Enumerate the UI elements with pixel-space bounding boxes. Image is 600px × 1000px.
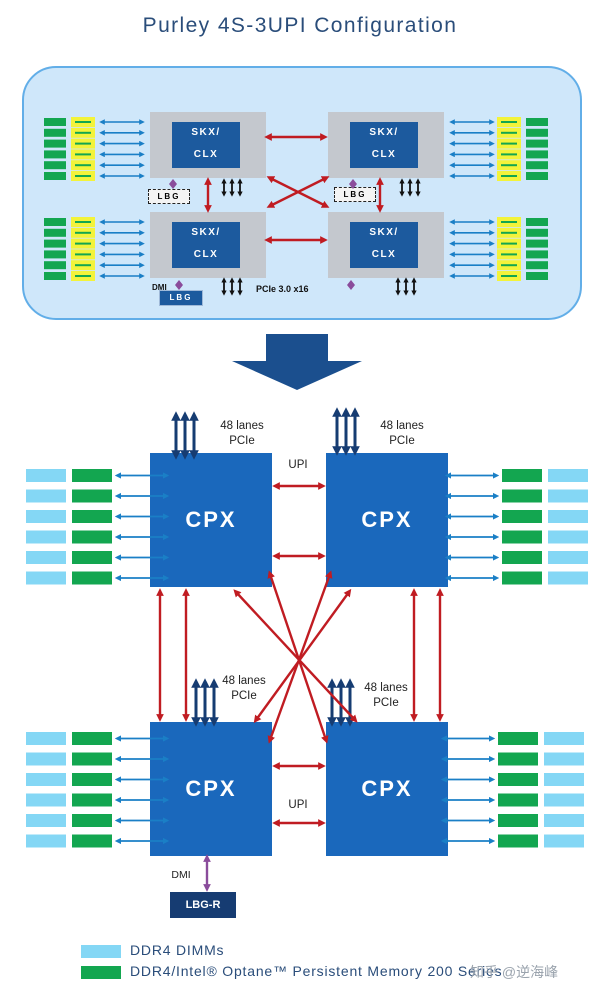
dimm-optane-module xyxy=(72,732,112,745)
dimm-ddr4-module xyxy=(26,732,66,745)
cpx-top-right: CPX xyxy=(326,453,448,587)
dimm-optane-module xyxy=(502,510,542,523)
lbg-r-chipset: LBG-R xyxy=(170,892,236,918)
socket-bottom-left: SKX/CLX xyxy=(150,212,266,278)
dimm-optane-module xyxy=(502,469,542,482)
pcie-label: PCIe 3.0 x16 xyxy=(256,284,309,294)
dimm-ddr4-module xyxy=(544,793,584,807)
dimm-ddr4-module xyxy=(548,530,588,544)
dimm-optane-module xyxy=(502,571,542,585)
dimm-ddr4-module xyxy=(26,530,66,544)
dimm-ddr4-module xyxy=(26,834,66,848)
dimm-optane-module xyxy=(498,834,538,848)
dimm-ddr4-module xyxy=(548,489,588,503)
dimm-ddr4-module xyxy=(548,469,588,482)
lbg-chipset: LBG xyxy=(159,290,203,306)
dimm-optane-module xyxy=(72,752,112,766)
legend-label-ddr4: DDR4 DIMMs xyxy=(130,942,225,958)
upi-link xyxy=(267,570,333,744)
socket-chip: SKX/CLX xyxy=(172,122,240,168)
lbg-optional-right: LBG xyxy=(334,187,376,202)
cpx-bottom-left: CPX xyxy=(150,722,272,856)
purley-platform-panel xyxy=(22,66,582,320)
dimm-optane-module xyxy=(498,732,538,745)
dimm-optane-module xyxy=(502,530,542,544)
dimm-ddr4-module xyxy=(548,510,588,523)
upi-label: UPI xyxy=(288,459,308,471)
dimm-optane-module xyxy=(72,510,112,523)
socket-chip: SKX/CLX xyxy=(350,222,418,268)
dimm-optane-module xyxy=(72,530,112,544)
dimm-optane-module xyxy=(502,551,542,564)
socket-bottom-right: SKX/CLX xyxy=(328,212,444,278)
dimm-ddr4-module xyxy=(544,752,584,766)
cpx-bottom-right: CPX xyxy=(326,722,448,856)
socket-top-left: SKX/CLX xyxy=(150,112,266,178)
dimm-ddr4-module xyxy=(26,551,66,564)
socket-chip: SKX/CLX xyxy=(350,122,418,168)
dimm-ddr4-module xyxy=(548,571,588,585)
watermark: 知乎 @逆海峰 xyxy=(470,964,559,980)
dimm-optane-module xyxy=(72,814,112,827)
dmi-label: DMI xyxy=(171,869,191,881)
dimm-ddr4-module xyxy=(544,732,584,745)
dimm-ddr4-module xyxy=(544,834,584,848)
dimm-ddr4-module xyxy=(26,793,66,807)
cpx-top-left: CPX xyxy=(150,453,272,587)
legend-swatch-ddr4 xyxy=(81,945,121,958)
legend-swatch-optane xyxy=(81,966,121,979)
dimm-ddr4-module xyxy=(26,489,66,503)
lbg-optional-left: LBG xyxy=(148,189,190,204)
dmi-label: DMI xyxy=(152,283,167,292)
dimm-optane-module xyxy=(72,469,112,482)
dimm-ddr4-module xyxy=(26,814,66,827)
diagram-title: Purley 4S-3UPI Configuration xyxy=(142,14,458,37)
dimm-ddr4-module xyxy=(26,469,66,482)
upi-link xyxy=(267,570,329,744)
dimm-ddr4-module xyxy=(26,571,66,585)
dimm-optane-module xyxy=(498,793,538,807)
dimm-optane-module xyxy=(72,551,112,564)
dimm-ddr4-module xyxy=(544,814,584,827)
dimm-optane-module xyxy=(498,752,538,766)
dimm-optane-module xyxy=(498,814,538,827)
upi-label: UPI xyxy=(288,799,308,811)
dimm-ddr4-module xyxy=(548,551,588,564)
dimm-ddr4-module xyxy=(26,773,66,786)
socket-top-right: SKX/CLX xyxy=(328,112,444,178)
dimm-optane-module xyxy=(72,793,112,807)
socket-chip: SKX/CLX xyxy=(172,222,240,268)
dimm-optane-module xyxy=(72,773,112,786)
dimm-optane-module xyxy=(72,571,112,585)
dimm-optane-module xyxy=(72,834,112,848)
dimm-optane-module xyxy=(72,489,112,503)
transition-arrow xyxy=(232,334,362,390)
dimm-ddr4-module xyxy=(544,773,584,786)
dimm-ddr4-module xyxy=(26,510,66,523)
legend-label-optane: DDR4/Intel® Optane™ Persistent Memory 20… xyxy=(130,963,503,979)
dimm-optane-module xyxy=(498,773,538,786)
dimm-ddr4-module xyxy=(26,752,66,766)
dimm-optane-module xyxy=(502,489,542,503)
